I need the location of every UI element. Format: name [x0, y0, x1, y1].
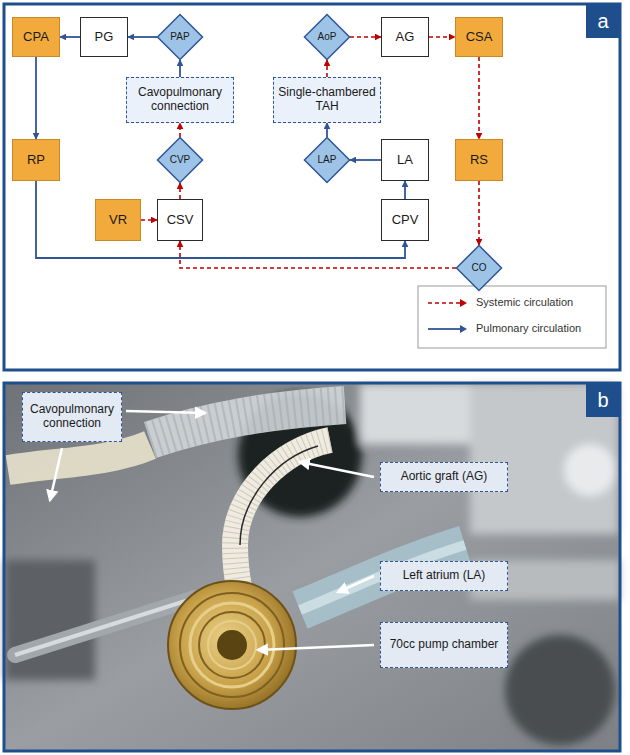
node-label: CSV	[167, 213, 194, 228]
panel-frame	[4, 383, 620, 751]
systemic-connector	[180, 241, 456, 268]
pulmonary-connector	[36, 181, 405, 258]
model-box: CSV	[157, 199, 203, 241]
node-label: Single-chambered TAH	[277, 86, 377, 114]
node-label: RP	[27, 153, 45, 168]
pressure-diamond: LAP	[304, 137, 350, 183]
systemic-connector	[179, 123, 181, 137]
node-label: VR	[109, 213, 127, 228]
model-box: CPV	[381, 199, 429, 241]
pulmonary-connector	[179, 60, 181, 77]
panel-frame	[4, 4, 620, 370]
node-label: CSA	[466, 30, 493, 45]
photo-callout: 70cc pump chamber	[380, 622, 508, 668]
parameter-box: CSA	[455, 17, 503, 57]
node-label: PAP	[170, 31, 189, 43]
component-box: Single-chambered TAH	[273, 77, 381, 123]
node-label: Left atrium (LA)	[403, 569, 486, 583]
node-label: LAP	[318, 154, 337, 166]
model-box: PG	[80, 17, 128, 57]
photo-callout: Left atrium (LA)	[380, 561, 508, 591]
model-box: LA	[381, 139, 429, 181]
node-label: Cavopulmonary connection	[26, 403, 118, 431]
pressure-diamond: PAP	[157, 14, 203, 60]
legend-sample	[428, 328, 460, 330]
systemic-connector	[179, 183, 181, 199]
pulmonary-connector	[128, 36, 157, 38]
legend-text: Systemic circulation	[476, 296, 573, 308]
legend-box	[418, 286, 606, 348]
node-label: LA	[397, 153, 413, 168]
pressure-diamond: AoP	[304, 14, 350, 60]
parameter-box: RS	[455, 139, 503, 181]
panel-letter: a	[586, 4, 620, 38]
legend-sample	[428, 302, 460, 304]
systemic-connector	[429, 36, 455, 38]
pulmonary-connector	[326, 123, 328, 137]
pulmonary-connector	[350, 159, 381, 161]
node-label: AG	[396, 30, 415, 45]
node-label: Aortic graft (AG)	[401, 470, 488, 484]
node-label: CVP	[170, 154, 191, 166]
photo-callout: Cavopulmonary connection	[22, 392, 122, 442]
pulmonary-connector	[35, 57, 37, 139]
node-label: CO	[472, 262, 487, 274]
node-label: 70cc pump chamber	[390, 638, 499, 652]
legend-sample	[460, 325, 467, 333]
parameter-box: CPA	[12, 17, 60, 57]
node-label: CPA	[23, 30, 49, 45]
photo-illustration	[5, 383, 620, 750]
legend-sample	[460, 299, 467, 307]
node-label: AoP	[318, 31, 337, 43]
node-label: Cavopulmonary connection	[130, 86, 230, 114]
pressure-diamond: CVP	[157, 137, 203, 183]
model-box: AG	[381, 17, 429, 57]
photo-callout: Aortic graft (AG)	[380, 462, 508, 492]
systemic-connector	[478, 57, 480, 139]
systemic-connector	[141, 219, 157, 221]
pulmonary-connector	[60, 36, 80, 38]
node-label: CPV	[392, 213, 419, 228]
systemic-connector	[350, 36, 381, 38]
node-label: RS	[470, 153, 488, 168]
systemic-connector	[326, 60, 328, 77]
pulmonary-connector	[404, 181, 406, 199]
parameter-box: RP	[12, 139, 60, 181]
systemic-connector	[478, 181, 480, 245]
pressure-diamond: CO	[456, 245, 502, 291]
legend-text: Pulmonary circulation	[476, 322, 581, 334]
component-box: Cavopulmonary connection	[126, 77, 234, 123]
node-label: PG	[95, 30, 114, 45]
panel-letter: b	[586, 383, 620, 417]
parameter-box: VR	[95, 199, 141, 241]
